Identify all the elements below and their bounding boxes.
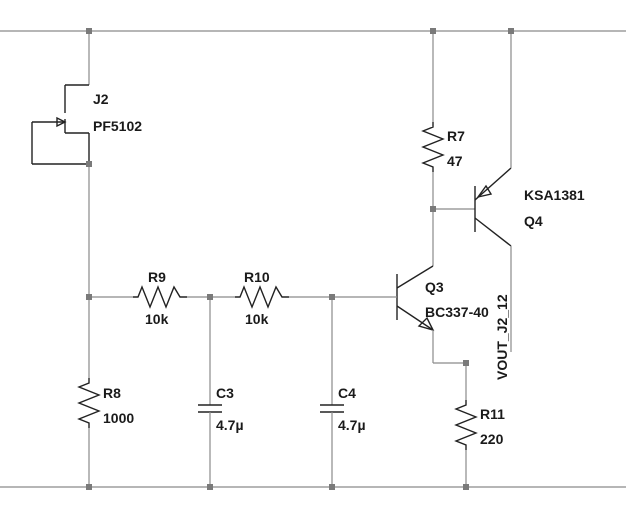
vout-net-label: VOUT_J2_12 <box>494 294 510 380</box>
c3-ref-label: C3 <box>216 385 234 401</box>
j2-ref-label: J2 <box>93 91 109 107</box>
r8-ref-label: R8 <box>103 385 121 401</box>
resistor-r8 <box>77 378 101 428</box>
r10-value-label: 10k <box>245 311 269 327</box>
resistor-r11 <box>454 400 478 450</box>
capacitor-c3 <box>198 404 222 413</box>
j2-value-label: PF5102 <box>93 118 142 134</box>
r11-ref-label: R11 <box>480 406 505 422</box>
r9-ref-label: R9 <box>148 269 166 285</box>
q3-ref-label: Q3 <box>425 279 444 295</box>
q4-value-label: KSA1381 <box>524 187 585 203</box>
c4-value-label: 4.7µ <box>338 417 366 433</box>
junction-dots <box>86 28 514 490</box>
r9-value-label: 10k <box>145 311 169 327</box>
c3-value-label: 4.7µ <box>216 417 244 433</box>
r10-ref-label: R10 <box>244 269 270 285</box>
r7-value-label: 47 <box>447 153 463 169</box>
r7-ref-label: R7 <box>447 128 465 144</box>
resistor-r9 <box>133 285 187 309</box>
resistor-r7 <box>421 122 445 172</box>
transistor-q3 <box>396 265 435 332</box>
q3-value-label: BC337-40 <box>425 304 489 320</box>
resistor-r10 <box>235 285 289 309</box>
c4-ref-label: C4 <box>338 385 356 401</box>
transistor-q4 <box>474 167 512 247</box>
r8-value-label: 1000 <box>103 410 134 426</box>
q4-ref-label: Q4 <box>524 213 543 229</box>
capacitor-c4 <box>320 404 344 413</box>
jfet-j2 <box>31 84 90 165</box>
r11-value-label: 220 <box>480 431 504 447</box>
